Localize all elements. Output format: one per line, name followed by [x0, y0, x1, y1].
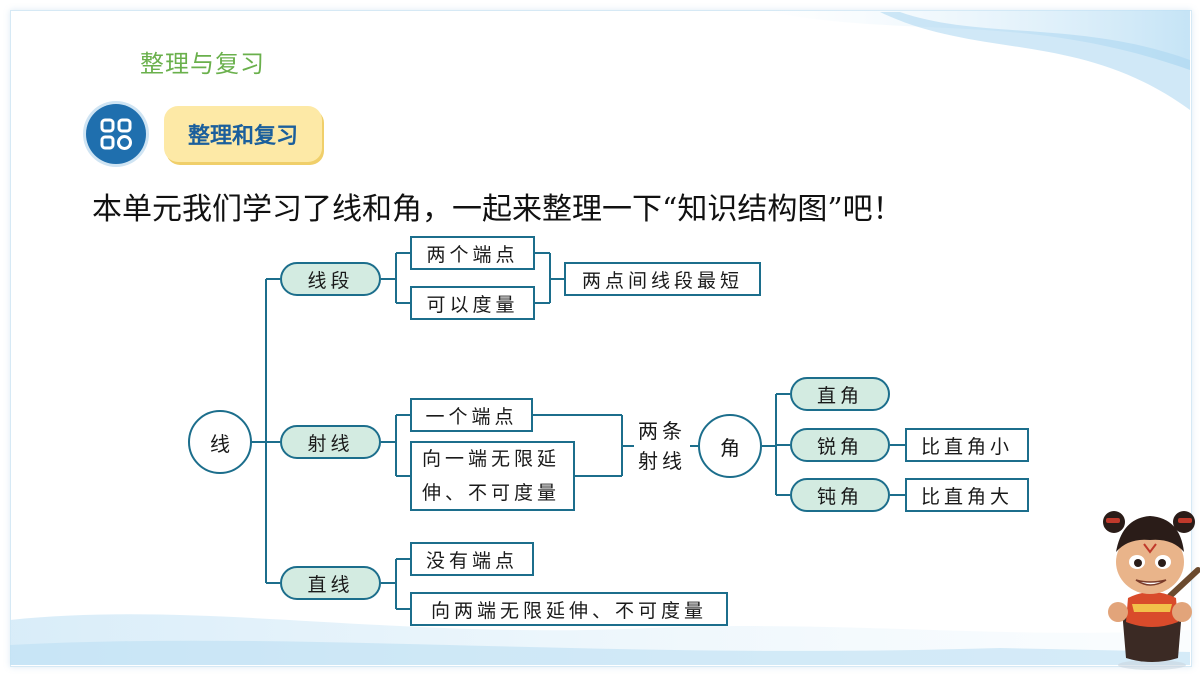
node-segment-prop-2: 可以度量 — [410, 286, 535, 320]
node-segment-prop-1: 两个端点 — [410, 236, 535, 270]
node-segment: 线段 — [280, 262, 381, 296]
node-acute-note: 比直角小 — [905, 428, 1029, 462]
node-obtuse-angle: 钝角 — [790, 478, 890, 512]
node-right-angle: 直角 — [790, 377, 890, 411]
node-segment-conclusion: 两点间线段最短 — [564, 262, 761, 296]
node-angle: 角 — [698, 414, 762, 478]
node-line-prop-2: 向两端无限延伸、不可度量 — [410, 592, 728, 626]
section-title: 整理和复习 — [164, 106, 322, 162]
node-ray-prop-2: 向一端无限延伸、不可度量 — [410, 441, 575, 511]
node-acute-angle: 锐角 — [790, 428, 890, 462]
node-two-rays: 两条射线 — [638, 419, 686, 473]
node-ray-prop-1: 一个端点 — [410, 398, 533, 432]
node-root-line: 线 — [188, 410, 252, 474]
node-ray: 射线 — [280, 425, 381, 459]
cartoon-character — [1103, 511, 1200, 670]
node-straight-line: 直线 — [280, 566, 381, 600]
subject-title: 整理与复习 — [140, 50, 265, 78]
node-line-prop-1: 没有端点 — [410, 542, 534, 576]
four-squares-grid-icon — [86, 104, 146, 164]
node-obtuse-note: 比直角大 — [905, 478, 1029, 512]
intro-text: 本单元我们学习了线和角，一起来整理一下“知识结构图”吧！ — [92, 192, 903, 227]
